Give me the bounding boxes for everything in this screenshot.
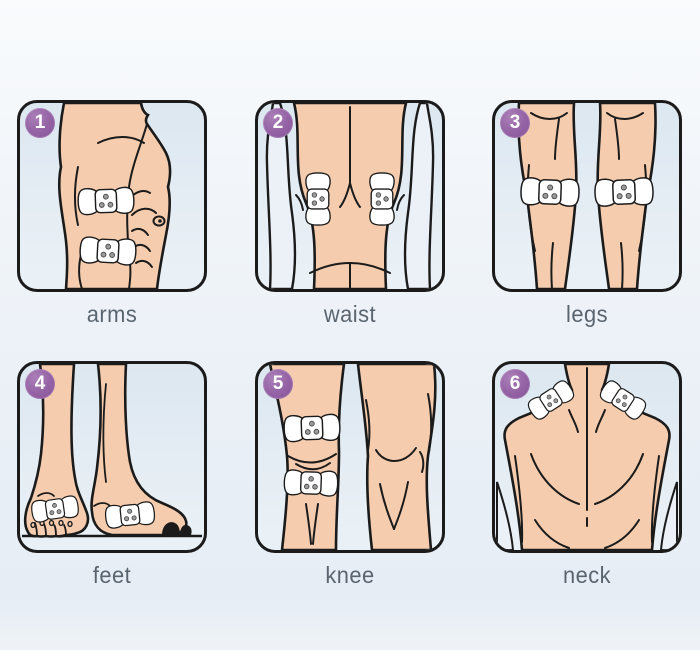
step-badge: 2 (263, 108, 293, 138)
electrode-pad (77, 186, 135, 216)
arms-illustration (57, 103, 172, 289)
knee-illustration (268, 364, 437, 550)
neck-illustration (496, 364, 678, 550)
placement-panel-feet: 4 feet (17, 361, 207, 589)
panel-label: knee (325, 562, 375, 588)
panel-frame-arms: 1 (17, 100, 207, 292)
panel-frame-neck: 6 (492, 361, 682, 553)
panel-label: feet (92, 562, 132, 588)
placement-panel-neck: 6 neck (492, 361, 682, 589)
step-badge: 6 (500, 369, 530, 399)
step-badge: 1 (25, 108, 55, 138)
panel-frame-legs: 3 (492, 100, 682, 292)
electrode-pad (103, 500, 157, 530)
waist-illustration (265, 103, 435, 289)
placement-panel-waist: 2 waist (255, 100, 445, 328)
step-badge: 4 (25, 369, 55, 399)
panel-label: legs (565, 301, 608, 327)
placement-panel-knee: 5 knee (255, 361, 445, 589)
panel-frame-waist: 2 (255, 100, 445, 292)
feet-illustration (22, 364, 202, 538)
electrode-pad (283, 468, 339, 498)
electrode-pad (283, 413, 341, 443)
panel-label: arms (86, 301, 138, 327)
panel-label: neck (562, 562, 612, 588)
panel-frame-knee: 5 (255, 361, 445, 553)
placement-panel-legs: 3 legs (492, 100, 682, 328)
legs-illustration (517, 103, 657, 289)
electrode-pad (305, 172, 331, 226)
electrode-pad (519, 176, 581, 208)
step-badge: 5 (263, 369, 293, 399)
electrode-pad (78, 235, 138, 267)
placement-panel-arms: 1 arms (17, 100, 207, 328)
panel-frame-feet: 4 (17, 361, 207, 553)
electrode-pad (369, 172, 395, 226)
electrode-pad (593, 176, 655, 208)
panel-label: waist (323, 301, 377, 327)
step-badge: 3 (500, 108, 530, 138)
